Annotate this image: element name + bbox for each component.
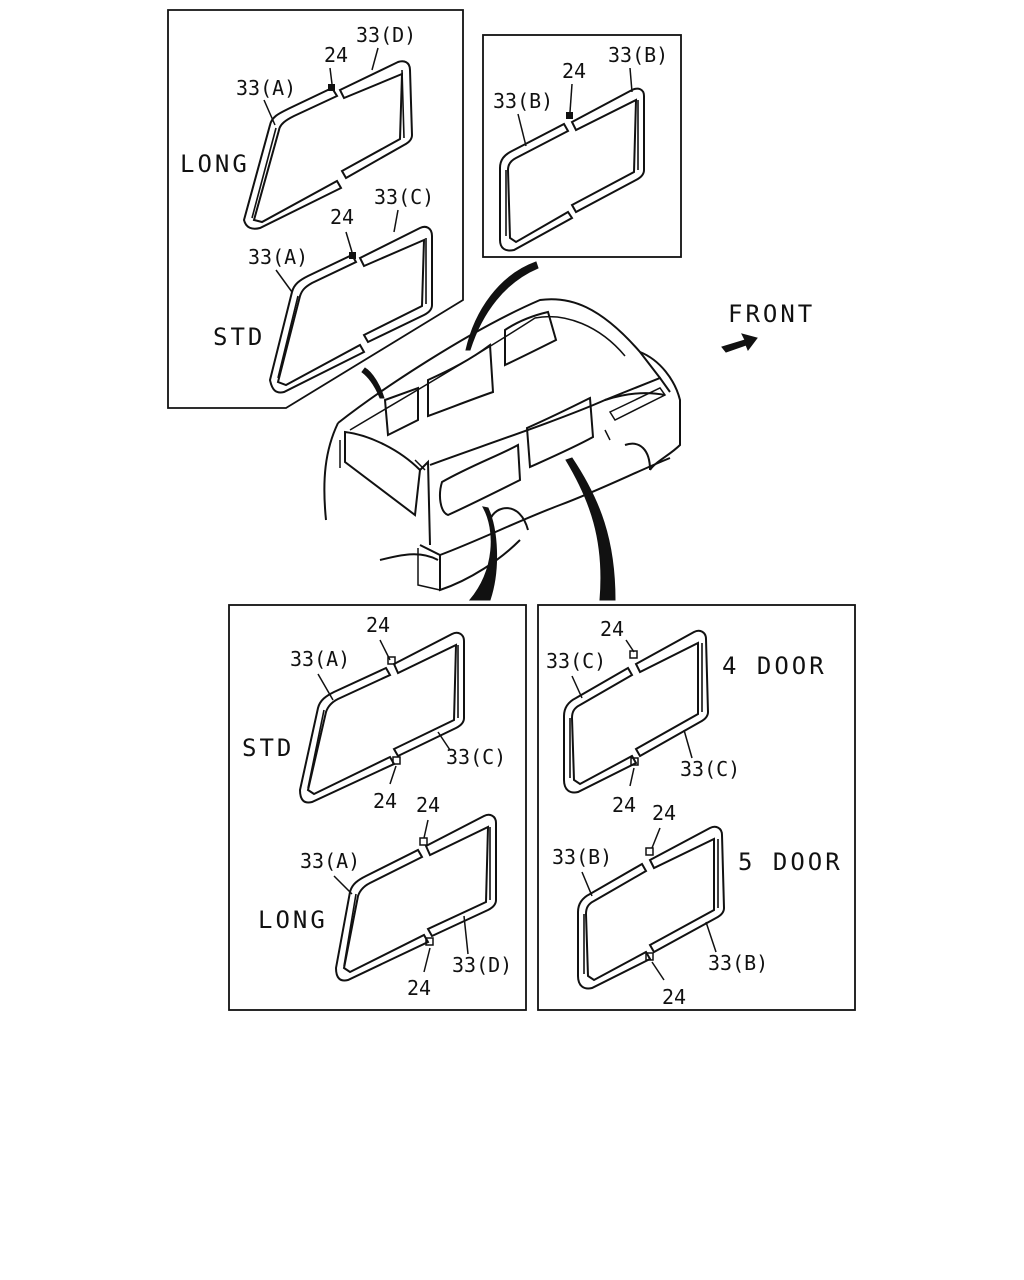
- clip-label: 24: [330, 205, 354, 229]
- variant-label: LONG: [258, 906, 328, 934]
- clip-label: 24: [662, 985, 686, 1009]
- clip-label: 24: [652, 801, 676, 825]
- seal-label: 33(A): [290, 647, 350, 671]
- panel-bottom-right-frame: [537, 604, 856, 1011]
- weatherstrip-long: [242, 60, 414, 230]
- seal-label: 33(C): [446, 745, 506, 769]
- clip-marker: [645, 952, 654, 961]
- weatherstrip: [499, 87, 645, 252]
- van-illustration: [323, 298, 681, 592]
- weatherstrip-long: [334, 813, 497, 982]
- variant-label: 5 DOOR: [738, 848, 843, 876]
- seal-label: 33(C): [546, 649, 606, 673]
- panel-top-left-frame: [167, 9, 464, 409]
- seal-label: 33(B): [608, 43, 668, 67]
- front-label: FRONT: [728, 300, 815, 328]
- callout-arc-top-right: [465, 261, 539, 351]
- panel-top-left: 24 33(D) 33(A) LONG 24 33(C) 33(A) STD: [180, 23, 434, 394]
- clip-marker: [425, 937, 434, 946]
- clip-label: 24: [324, 43, 348, 67]
- clip-label: 24: [416, 793, 440, 817]
- weatherstrip-4-door: [563, 629, 710, 794]
- variant-label: STD: [242, 734, 294, 762]
- weatherstrip-std: [268, 225, 433, 394]
- clip-label: 24: [562, 59, 586, 83]
- seal-label: 33(D): [452, 953, 512, 977]
- clip-marker: [349, 252, 356, 259]
- clip-label: 24: [407, 976, 431, 1000]
- clip-label: 24: [612, 793, 636, 817]
- clip-marker: [645, 847, 654, 856]
- variant-label: 4 DOOR: [722, 652, 827, 680]
- clip-marker: [328, 84, 335, 91]
- callout-arc-top-left: [361, 367, 385, 399]
- seal-label: 33(B): [552, 845, 612, 869]
- clip-marker: [387, 656, 396, 665]
- seal-label: 33(D): [356, 23, 416, 47]
- weatherstrip-std: [298, 631, 465, 804]
- clip-label: 24: [373, 789, 397, 813]
- seal-label: 33(B): [708, 951, 768, 975]
- panel-bottom-left-frame: [228, 604, 527, 1011]
- clip-label: 24: [366, 613, 390, 637]
- seal-label: 33(A): [300, 849, 360, 873]
- panel-bottom-left: 24 33(A) STD 33(C) 24 24 33(A) LONG 33(D…: [242, 613, 512, 1000]
- weatherstrip-5-door: [577, 825, 726, 990]
- seal-label: 33(A): [236, 76, 296, 100]
- clip-marker: [392, 756, 401, 765]
- variant-label: STD: [213, 323, 265, 351]
- seal-label: 33(B): [493, 89, 553, 113]
- seal-label: 33(C): [680, 757, 740, 781]
- clip-marker: [630, 757, 639, 766]
- panel-top-right-frame: [482, 34, 682, 258]
- clip-marker: [629, 650, 638, 659]
- seal-label: 33(A): [248, 245, 308, 269]
- front-arrow-icon: [721, 333, 758, 353]
- panel-bottom-right: 24 33(C) 4 DOOR 33(C) 24 24 33(B) 5 DOOR…: [546, 617, 843, 1009]
- variant-label: LONG: [180, 150, 250, 178]
- clip-marker: [419, 837, 428, 846]
- panel-top-right: 24 33(B) 33(B): [493, 43, 668, 252]
- clip-label: 24: [600, 617, 624, 641]
- clip-marker: [566, 112, 573, 119]
- callout-arc-bottom-left: [468, 506, 497, 601]
- seal-label: 33(C): [374, 185, 434, 209]
- callout-arc-bottom-right: [565, 457, 616, 601]
